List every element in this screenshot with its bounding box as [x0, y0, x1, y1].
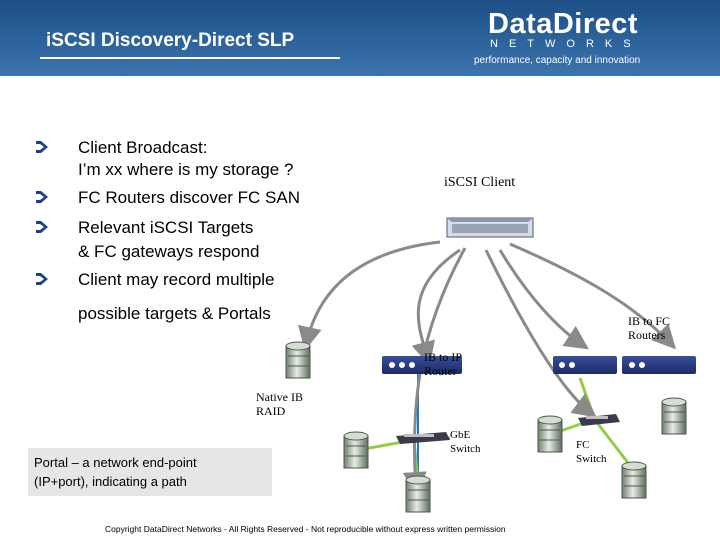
- storage-raid-bottom: [405, 475, 431, 513]
- link-fc-up: [578, 377, 597, 421]
- arrow-client-fc: [498, 249, 589, 350]
- copyright-footer: Copyright DataDirect Networks - All Righ…: [105, 524, 506, 534]
- storage-raid-left: [343, 431, 369, 469]
- portal-note-box: Portal – a network end-point (IP+port), …: [28, 448, 272, 496]
- page-title: iSCSI Discovery-Direct SLP: [46, 30, 295, 51]
- bullet-arrow-icon: [36, 191, 48, 203]
- label-line: GbE: [450, 429, 471, 441]
- label-line: Routers: [628, 328, 666, 342]
- iscsi-client-label: iSCSI Client: [444, 175, 516, 190]
- native-ib-raid-label: Native IB RAID: [256, 390, 303, 418]
- gbe-switch: [396, 432, 450, 444]
- portal-note-line: (IP+port), indicating a path: [34, 474, 187, 489]
- ib-ip-router: [382, 356, 462, 374]
- storage-raid-native: [285, 341, 311, 379]
- title-underline: [40, 57, 340, 59]
- ib-fc-routers-label: IB to FC Routers: [628, 314, 670, 342]
- storage-raid-right-bottom: [621, 461, 647, 499]
- brand-tagline: performance, capacity and innovation: [474, 55, 641, 66]
- iscsi-client-server: [446, 217, 534, 238]
- bullet-text-cont: I’m xx where is my storage ?: [78, 160, 294, 179]
- portal-note-line: Portal – a network end-point: [34, 455, 197, 470]
- bullet-text-cont: & FC gateways respond: [78, 242, 260, 261]
- label-line: Native IB: [256, 390, 303, 404]
- label-line: IB to IP: [424, 350, 463, 364]
- bullet-text: Client Broadcast:: [78, 138, 208, 157]
- fc-switch: [578, 414, 620, 426]
- label-line: IB to FC: [628, 314, 671, 328]
- link-fc-right: [593, 419, 634, 469]
- label-line: RAID: [256, 404, 286, 418]
- bullet-arrow-icon: [36, 141, 48, 153]
- label-line: Router: [424, 364, 457, 378]
- arrow-client-raid: [298, 240, 441, 351]
- gbe-switch-label: GbE Switch: [450, 428, 481, 456]
- bullet-text: FC Routers discover FC SAN: [78, 188, 300, 207]
- portal-note: Portal – a network end-point (IP+port), …: [34, 453, 197, 491]
- bullet-arrow-icon: [36, 273, 48, 285]
- brand-sub: NETWORKS: [490, 38, 642, 50]
- continuation-text: possible targets & Portals: [78, 304, 271, 323]
- ib-fc-router-1: [553, 356, 617, 374]
- label-line: FC: [576, 439, 590, 451]
- arrow-client-fcswitch: [484, 249, 597, 418]
- arrow-client-ibfc: [509, 242, 677, 350]
- fc-switch-label: FC Switch: [576, 438, 607, 466]
- header-banner: iSCSI Discovery-Direct SLP DataDirect NE…: [0, 0, 720, 76]
- storage-raid-right-top: [661, 397, 687, 435]
- ib-ip-router-label: IB to IP Router: [424, 350, 462, 378]
- brand-name: DataDirect: [488, 8, 639, 40]
- ib-fc-router-2: [622, 356, 696, 374]
- bullet-arrow-icon: [36, 221, 48, 233]
- brand-logo: DataDirect NETWORKS performance, capacit…: [474, 8, 710, 68]
- label-line: Switch: [450, 443, 481, 455]
- bullet-text: Relevant iSCSI Targets: [78, 218, 254, 237]
- label-line: Switch: [576, 453, 607, 465]
- storage-raid-center: [537, 415, 563, 453]
- bullet-text: Client may record multiple: [78, 270, 275, 289]
